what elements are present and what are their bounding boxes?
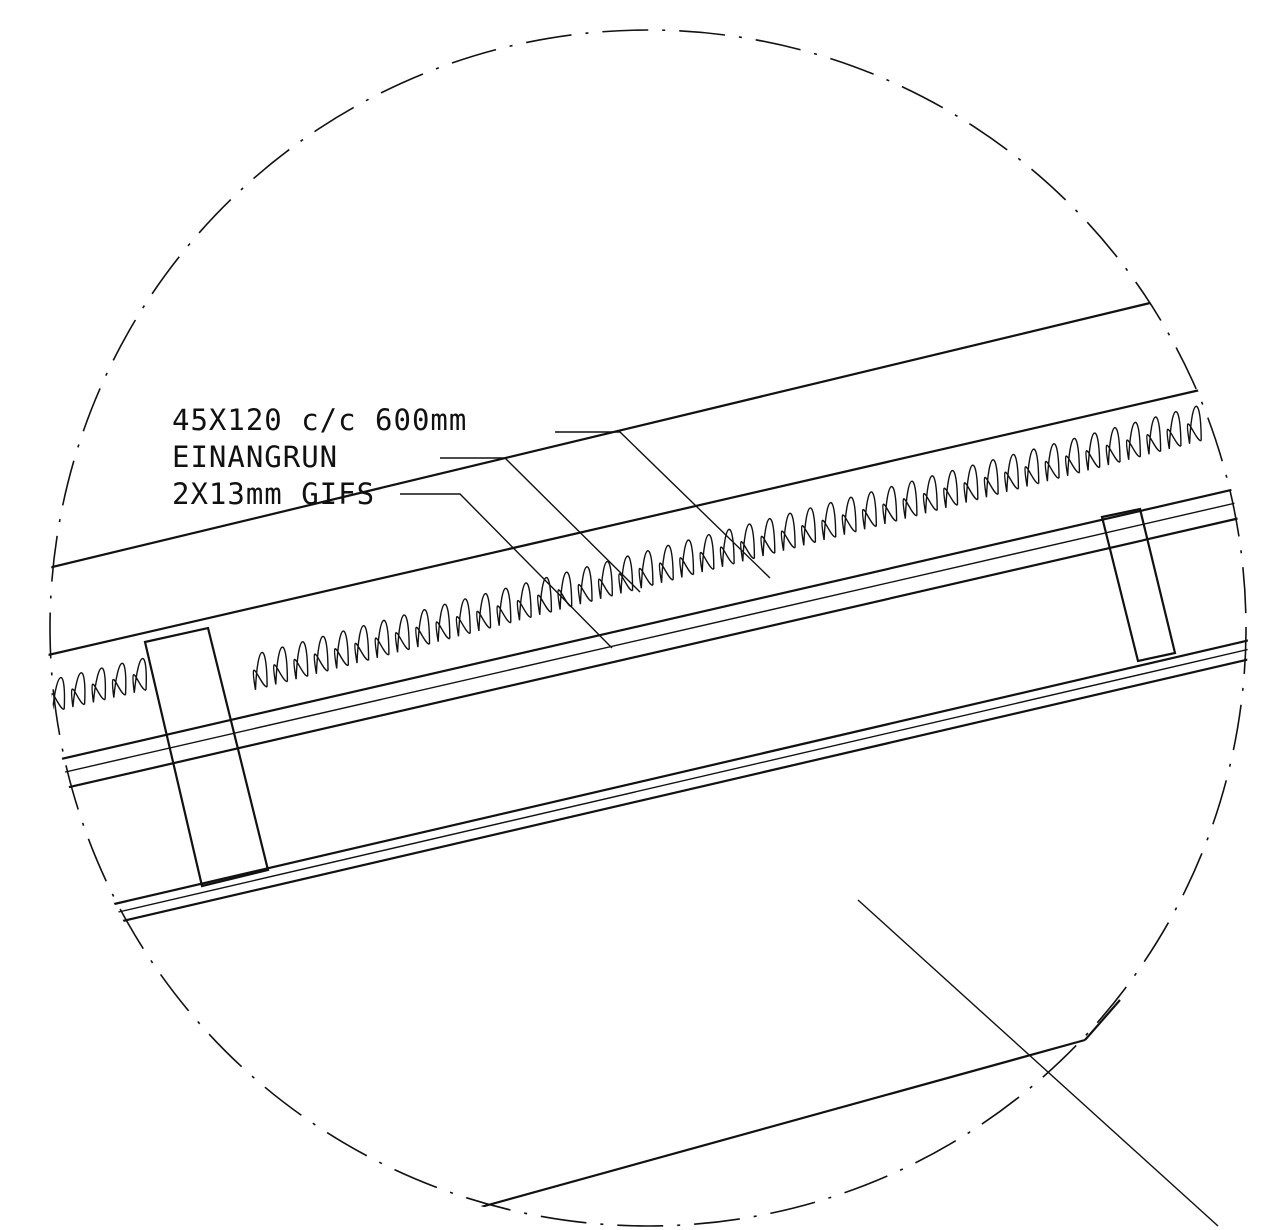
rafter-top-line: [48, 388, 1201, 657]
lower-slope-line: [469, 1038, 1086, 1212]
insulation-squiggle: [252, 405, 1202, 691]
insulation-squiggle: [50, 657, 147, 712]
label-stud: 45X120 c/c 600mm: [172, 403, 467, 437]
leader-insulation: [440, 457, 641, 593]
stud-right: [1100, 507, 1177, 663]
break-tick: [1084, 999, 1121, 1041]
board-line-a: [48, 486, 1241, 764]
leader-section: [857, 899, 1219, 1227]
leader-stud: [555, 431, 771, 579]
insulation-pattern: [50, 405, 1202, 712]
stud-left: [143, 626, 270, 888]
board-line-b: [48, 501, 1241, 777]
detail-callout-circle: [49, 29, 1247, 1227]
leader-gypsum: [400, 493, 613, 649]
gypsum-line-b: [109, 648, 1248, 915]
board-line-c: [48, 516, 1241, 794]
outer-sheathing-line: [48, 301, 1151, 570]
gypsum-line-a: [109, 638, 1248, 907]
label-insulation: EINANGRUN: [172, 440, 338, 474]
gypsum-line-c: [109, 657, 1248, 926]
label-gypsum: 2X13mm GIFS: [172, 477, 375, 511]
